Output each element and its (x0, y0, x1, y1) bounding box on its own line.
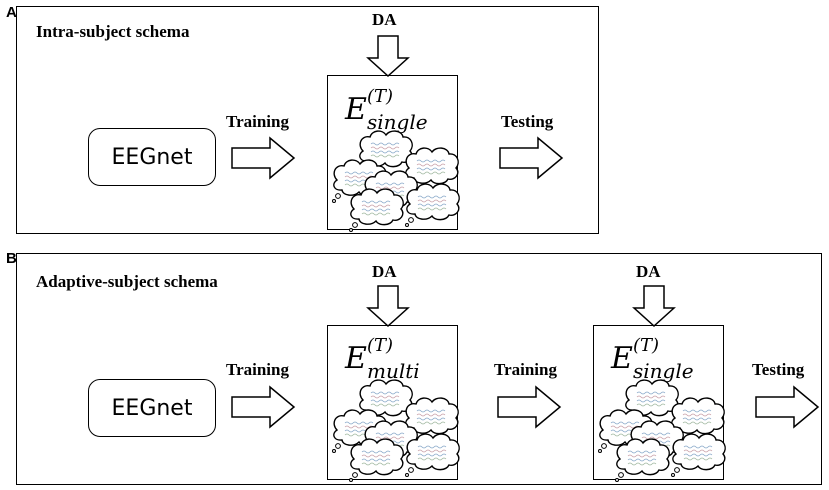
panel-a-training-arrow (231, 137, 295, 179)
panel-b-single-cloud-6 (670, 433, 726, 478)
panel-b-set2-equation: E (T) single (611, 335, 721, 399)
panel-b-frame (16, 253, 822, 485)
panel-a-eegnet-label: EEGnet (111, 144, 193, 170)
panel-a-set-superscript: (T) (367, 86, 394, 107)
panel-a-set-equation: E (T) single (345, 86, 455, 150)
panel-b-training-label-1: Training (226, 360, 289, 379)
panel-a-training-label: Training (226, 112, 289, 131)
panel-b-eegnet-box: EEGnet (88, 379, 216, 437)
panel-b-single-set-box (593, 325, 724, 480)
panel-b-da-label-2: DA (636, 262, 661, 281)
panel-b-training-arrow-2 (497, 386, 561, 428)
panel-b-set1-subscript: multi (367, 359, 420, 383)
panel-a-eegnet-box: EEGnet (88, 128, 216, 186)
panel-a-letter: A (6, 4, 17, 21)
panel-a-da-label: DA (372, 10, 397, 29)
panel-b-multi-cloud-5 (348, 438, 404, 483)
panel-b-set2-symbol: E (611, 341, 633, 376)
panel-b-set1-superscript: (T) (367, 335, 394, 356)
panel-b-single-cloud-5 (614, 438, 670, 483)
panel-b-training-label-2: Training (494, 360, 557, 379)
panel-b-set2-superscript: (T) (633, 335, 660, 356)
panel-b-training-arrow-1 (231, 386, 295, 428)
panel-a-set-subscript: single (367, 110, 428, 134)
panel-b-da-label-1: DA (372, 262, 397, 281)
panel-a-title: Intra-subject schema (36, 22, 190, 41)
panel-b-title: Adaptive-subject schema (36, 272, 218, 291)
panel-b-testing-arrow (755, 386, 819, 428)
panel-b-multi-cloud-6 (404, 433, 460, 478)
panel-b-da-arrow-down-2 (633, 285, 675, 327)
panel-b-da-arrow-down-1 (367, 285, 409, 327)
panel-a-set-symbol: E (345, 92, 367, 127)
panel-a-single-set-box (327, 75, 458, 230)
panel-a-da-arrow-down (367, 35, 409, 77)
panel-b-set1-symbol: E (345, 341, 367, 376)
panel-b-set2-subscript: single (633, 359, 694, 383)
panel-a-testing-arrow (499, 137, 563, 179)
panel-b-multi-set-box (327, 325, 458, 480)
panel-b-letter: B (6, 250, 17, 267)
panel-b-eegnet-label: EEGnet (111, 395, 193, 421)
panel-a-testing-label: Testing (501, 112, 554, 131)
panel-a-cloud-5 (348, 188, 404, 233)
panel-b-testing-label: Testing (752, 360, 805, 379)
panel-a-cloud-6 (404, 183, 460, 228)
panel-b-set1-equation: E (T) multi (345, 335, 455, 399)
panel-a-frame (16, 6, 599, 234)
